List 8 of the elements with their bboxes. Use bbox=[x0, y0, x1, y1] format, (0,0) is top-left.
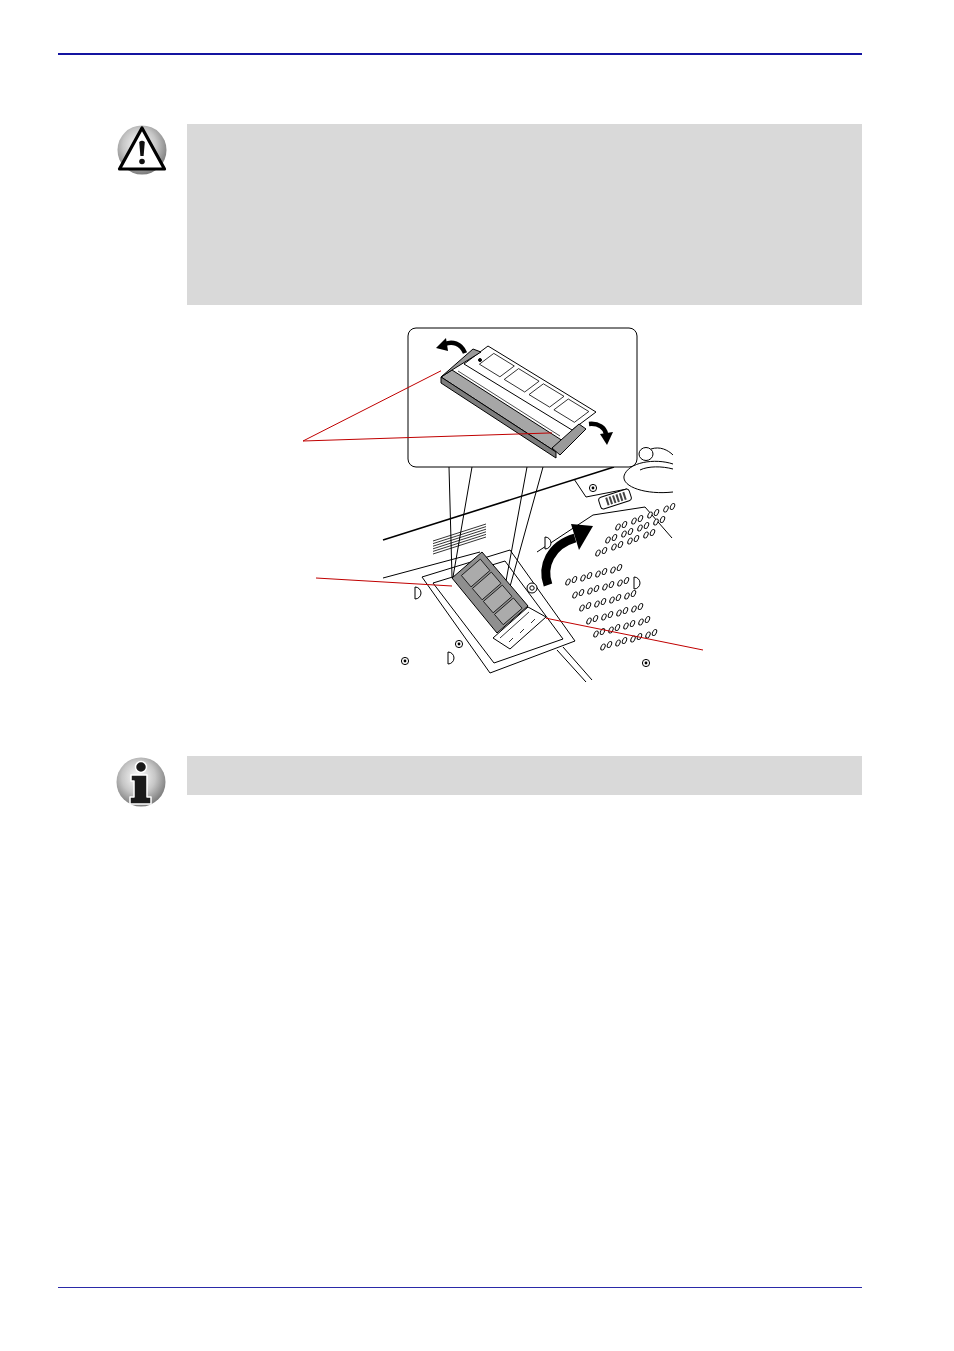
note-panel bbox=[187, 756, 862, 795]
leader-line bbox=[315, 577, 453, 587]
socket-latch bbox=[552, 424, 586, 455]
leader-line bbox=[302, 370, 442, 442]
leader-line bbox=[545, 617, 704, 651]
memory-socket bbox=[493, 607, 546, 649]
caution-panel bbox=[187, 124, 862, 305]
leader-line bbox=[302, 432, 553, 442]
